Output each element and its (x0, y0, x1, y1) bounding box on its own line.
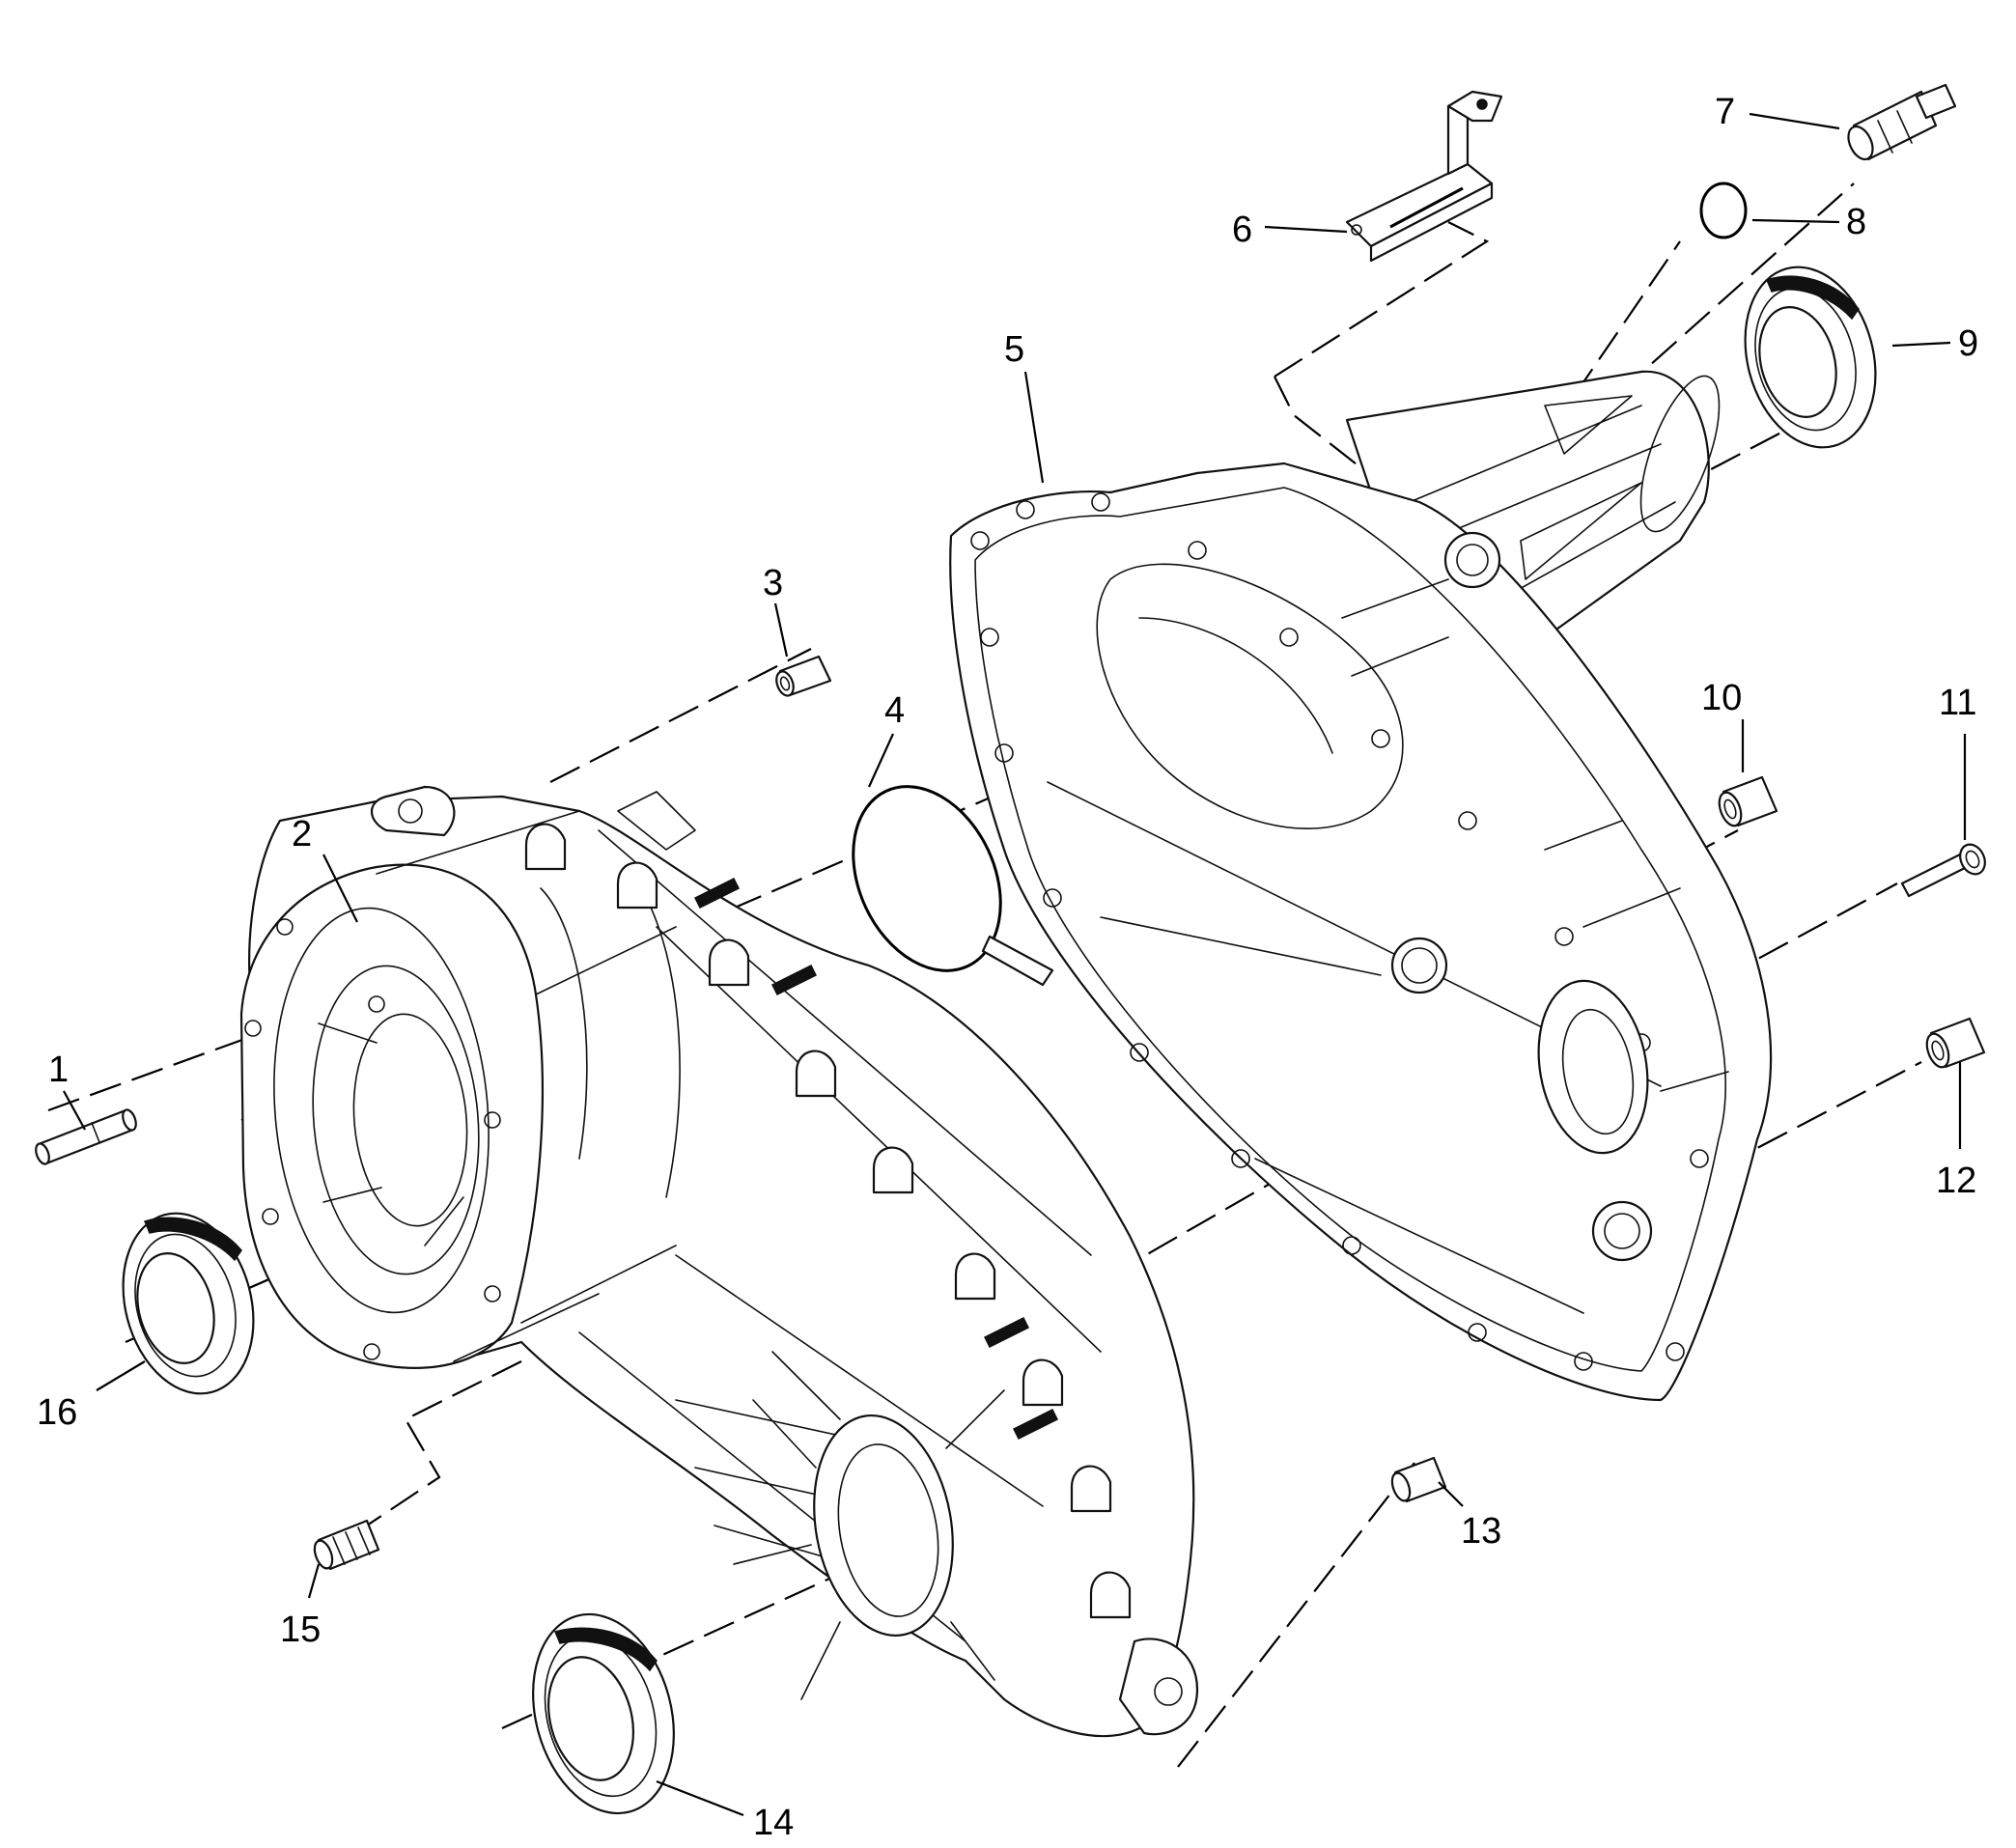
callout-labels: 1 2 3 4 5 6 7 8 9 10 11 12 13 14 15 16 (37, 92, 1978, 1843)
part-7-plug (1847, 83, 1957, 161)
part-12-bushing (1925, 1017, 1986, 1069)
part-13-dowel (1390, 1456, 1447, 1503)
part-8-o-ring (1699, 182, 1748, 239)
callout-3: 3 (763, 563, 783, 603)
callout-14: 14 (753, 1803, 794, 1843)
part-9-seal (1744, 266, 1877, 449)
callout-9: 9 (1958, 323, 1978, 364)
callout-15: 15 (280, 1610, 321, 1650)
callout-11: 11 (1939, 683, 1976, 723)
part-6-bracket (1345, 90, 1503, 263)
callout-10: 10 (1701, 678, 1742, 718)
part-14-seal (532, 1612, 675, 1815)
callout-13: 13 (1461, 1511, 1501, 1552)
leader-lines (63, 112, 1967, 1817)
callout-8: 8 (1846, 202, 1866, 242)
callout-12: 12 (1936, 1161, 1976, 1201)
part-16-seal (122, 1212, 255, 1395)
part-4-gasket (852, 785, 1054, 987)
rear-case-half (949, 370, 1773, 1402)
callout-6: 6 (1232, 210, 1252, 250)
callout-5: 5 (1004, 329, 1024, 370)
part-1-dowel-pin (35, 1108, 137, 1165)
callout-16: 16 (37, 1392, 77, 1433)
rear-case-bolt-holes (970, 492, 1709, 1371)
front-case-half (239, 785, 1199, 1738)
part-11-bolt (1900, 843, 1986, 898)
callout-1: 1 (48, 1050, 69, 1090)
callout-7: 7 (1715, 92, 1735, 132)
part-3-sleeve (775, 655, 832, 697)
part-10-bushing (1718, 775, 1778, 827)
part-15-fitting (313, 1519, 380, 1571)
front-case-bolt-holes (244, 918, 501, 1360)
callout-2: 2 (292, 814, 312, 854)
callout-4: 4 (884, 690, 905, 731)
front-case-bosses (524, 823, 1132, 1619)
